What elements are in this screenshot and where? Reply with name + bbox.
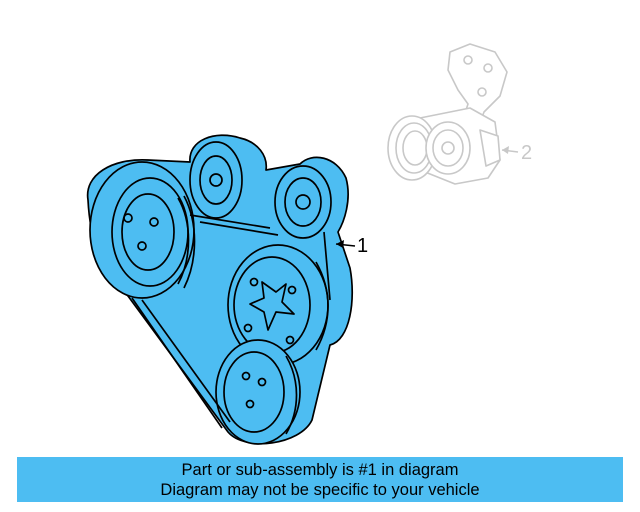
callout-1: 1 <box>335 235 368 257</box>
callout-2: 2 <box>501 142 532 164</box>
callout-1-arrowhead <box>336 240 344 248</box>
crank-pulley-bolt <box>137 241 147 251</box>
tensioner-pulley-groove <box>402 130 428 166</box>
water-pump-hub-flange <box>249 281 295 331</box>
alternator-pulley-bolt <box>241 371 251 381</box>
pulley-rib <box>285 355 298 435</box>
water-pump-bolt <box>285 335 295 345</box>
tensioner-bolt-hole <box>483 63 493 73</box>
crank-pulley-bolt <box>123 213 133 223</box>
info-banner: Part or sub-assembly is #1 in diagram Di… <box>17 457 623 502</box>
callout-2-label: 2 <box>521 142 532 164</box>
crank-pulley-bolt <box>149 217 159 227</box>
serpentine-belt-pulley-assembly[interactable] <box>86 134 353 445</box>
belt-strand <box>199 221 279 236</box>
banner-line-1: Part or sub-assembly is #1 in diagram <box>181 460 459 479</box>
alternator-pulley-bolt <box>257 377 267 387</box>
belt-strand <box>141 299 231 423</box>
water-pump-bolt <box>287 285 297 295</box>
water-pump-bolt <box>243 323 253 333</box>
tensioner-bolt-hole <box>463 55 473 65</box>
idler-pulley-top-rim <box>199 155 233 205</box>
crank-pulley-face <box>121 193 175 271</box>
tensioner-spring-housing <box>479 129 501 167</box>
idler-pulley-top-hub <box>209 173 223 187</box>
banner-line-2: Diagram may not be specific to your vehi… <box>160 480 480 499</box>
tensioner-bolt-hole <box>477 87 487 97</box>
pulley-rib <box>183 195 196 289</box>
belt-tensioner-assembly[interactable] <box>387 43 508 185</box>
belt-strand <box>131 297 223 429</box>
water-pump-bolt <box>249 277 259 287</box>
belt-strand <box>323 231 331 301</box>
idler-pulley-right-rim <box>284 177 322 227</box>
callout-2-arrowhead <box>502 146 509 154</box>
pulley-rib <box>315 261 329 351</box>
pulley-rib <box>177 197 190 285</box>
alternator-pulley-bolt <box>245 399 255 409</box>
alternator-pulley-face <box>223 351 285 433</box>
belt-strand <box>189 214 271 229</box>
tensioner-hub <box>441 141 455 155</box>
parts-diagram: 2 <box>86 43 532 445</box>
callout-1-label: 1 <box>357 235 368 257</box>
idler-pulley-right-hub <box>295 194 311 210</box>
